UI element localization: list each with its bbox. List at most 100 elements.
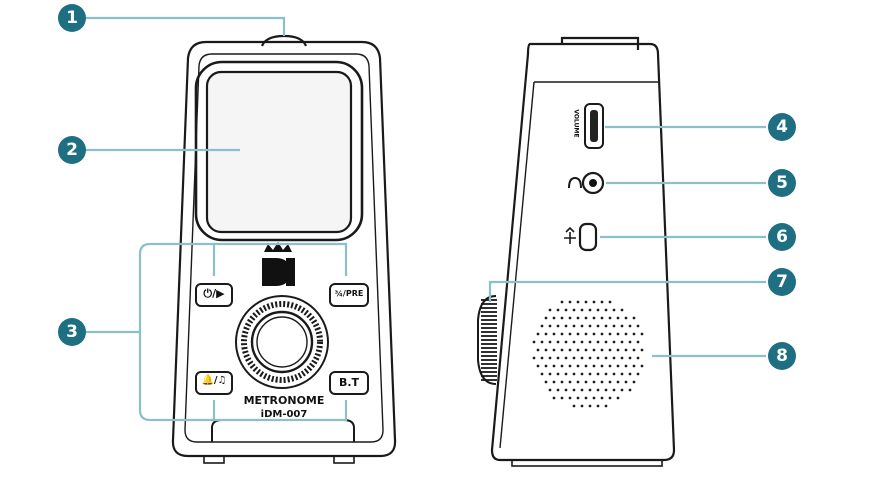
grille-hole [584, 348, 588, 352]
grille-hole [600, 364, 604, 368]
grille-hole [540, 372, 544, 376]
grille-hole [544, 364, 548, 368]
grille-hole [560, 316, 564, 320]
grille-hole [620, 356, 624, 360]
grille-hole [580, 308, 584, 312]
grille-hole [592, 332, 596, 336]
grille-hole [616, 380, 620, 384]
dial-knob [250, 310, 314, 374]
screen [205, 70, 353, 234]
grille-hole [556, 388, 560, 392]
grille-hole [608, 316, 612, 320]
grille-hole [628, 356, 632, 360]
grille-hole [632, 316, 636, 320]
grille-hole [612, 308, 616, 312]
grille-hole [620, 388, 624, 392]
tempo-knob [477, 295, 497, 385]
grille-hole [636, 356, 640, 360]
grille-hole [568, 396, 572, 400]
grille-hole [596, 356, 600, 360]
grille-hole [588, 308, 592, 312]
grille-hole [640, 348, 644, 352]
leader-line-3d [214, 400, 348, 422]
grille-hole [616, 348, 620, 352]
grille-hole [600, 300, 604, 304]
grille-hole [560, 380, 564, 384]
power-play-button-shape [195, 283, 233, 307]
bt-button-shape [329, 371, 369, 395]
grille-hole [564, 340, 568, 344]
headphone-icon [568, 176, 582, 189]
tempo-knob-body [477, 295, 497, 385]
logo-d-mark [262, 258, 290, 286]
tone-sound-label: 🔔/♫ [201, 375, 227, 386]
base-stand [211, 419, 355, 442]
front-body-outline [171, 40, 397, 458]
grille-hole [592, 380, 596, 384]
grille-hole [592, 364, 596, 368]
leader-line-3a [138, 242, 216, 332]
grille-hole [568, 348, 572, 352]
grille-hole [624, 380, 628, 384]
beat-pre-label: ¾/PRE [334, 289, 364, 298]
grille-hole [540, 356, 544, 360]
grille-hole [616, 396, 620, 400]
grille-hole [564, 388, 568, 392]
grille-hole [576, 300, 580, 304]
grille-hole [532, 340, 536, 344]
grille-hole [636, 340, 640, 344]
grille-hole [552, 364, 556, 368]
grille-hole [632, 348, 636, 352]
grille-hole [544, 316, 548, 320]
grille-hole [604, 388, 608, 392]
volume-wheel-housing [584, 103, 604, 149]
grille-hole [640, 364, 644, 368]
grille-hole [568, 364, 572, 368]
grille-hole [548, 372, 552, 376]
grille-hole [616, 364, 620, 368]
grille-hole [564, 356, 568, 360]
leader-line-7 [488, 280, 766, 302]
leader-line-1 [84, 16, 286, 36]
grille-hole [568, 300, 572, 304]
grille-hole [616, 332, 620, 336]
grille-hole [568, 316, 572, 320]
grille-hole [568, 380, 572, 384]
bt-label: B.T [338, 376, 360, 389]
leader-lines [84, 16, 766, 422]
grille-hole [604, 340, 608, 344]
grille-hole [532, 356, 536, 360]
grille-hole [588, 324, 592, 328]
grille-hole [616, 316, 620, 320]
leader-line-3b [214, 242, 348, 276]
grille-hole [596, 324, 600, 328]
beat-pre-button-shape [329, 283, 369, 307]
side-front-edge [499, 81, 535, 449]
grille-hole [592, 316, 596, 320]
grille-hole [576, 380, 580, 384]
grille-hole [636, 372, 640, 376]
grille-hole [564, 308, 568, 312]
grille-hole [588, 404, 592, 408]
grille-hole [560, 364, 564, 368]
grille-hole [556, 372, 560, 376]
grille-hole [628, 372, 632, 376]
grille-hole [588, 388, 592, 392]
power-play-label: ⏻/▶ [203, 287, 225, 300]
grille-hole [640, 332, 644, 336]
grille-hole [580, 372, 584, 376]
grille-hole [552, 332, 556, 336]
callout-5: 5 [768, 169, 796, 197]
grille-hole [548, 324, 552, 328]
model-name: METRONOME [243, 394, 325, 407]
grille-hole [576, 348, 580, 352]
grille-hole [604, 324, 608, 328]
grille-hole [576, 396, 580, 400]
grille-hole [620, 340, 624, 344]
front-view [171, 34, 397, 464]
grille-hole [584, 380, 588, 384]
grille-hole [584, 364, 588, 368]
grille-hole [544, 332, 548, 336]
grille-hole [608, 332, 612, 336]
grille-hole [536, 332, 540, 336]
